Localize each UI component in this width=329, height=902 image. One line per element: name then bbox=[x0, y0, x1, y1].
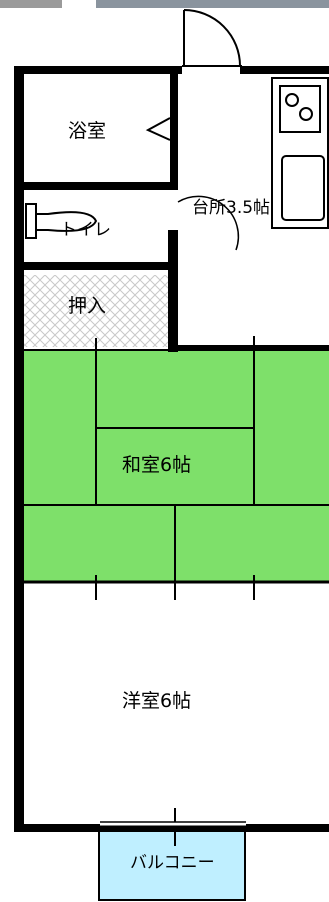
wall-bath-right bbox=[170, 74, 178, 190]
room-label-kitchen: 台所3.5帖 bbox=[192, 198, 271, 218]
wall-closet-right bbox=[168, 230, 178, 352]
photo-strip-right bbox=[96, 0, 329, 8]
wall-toilet-bottom bbox=[24, 262, 176, 270]
wall-top-left bbox=[14, 66, 182, 74]
closet-hatch bbox=[24, 275, 170, 347]
wall-top-right bbox=[240, 66, 329, 74]
room-label-yoshitsu: 洋室6帖 bbox=[122, 690, 192, 712]
room-label-bath: 浴室 bbox=[68, 120, 107, 142]
wall-bath-bottom bbox=[24, 182, 176, 190]
room-label-washitsu: 和室6帖 bbox=[122, 454, 192, 476]
photo-strip-left bbox=[0, 0, 62, 8]
room-label-closet: 押入 bbox=[68, 295, 107, 317]
room-label-toilet: トイレ bbox=[60, 220, 111, 240]
room-label-balcony: バルコニー bbox=[130, 853, 215, 873]
washitsu-floor bbox=[24, 350, 329, 582]
wall-left bbox=[14, 66, 24, 832]
balcony-floor bbox=[98, 827, 246, 901]
